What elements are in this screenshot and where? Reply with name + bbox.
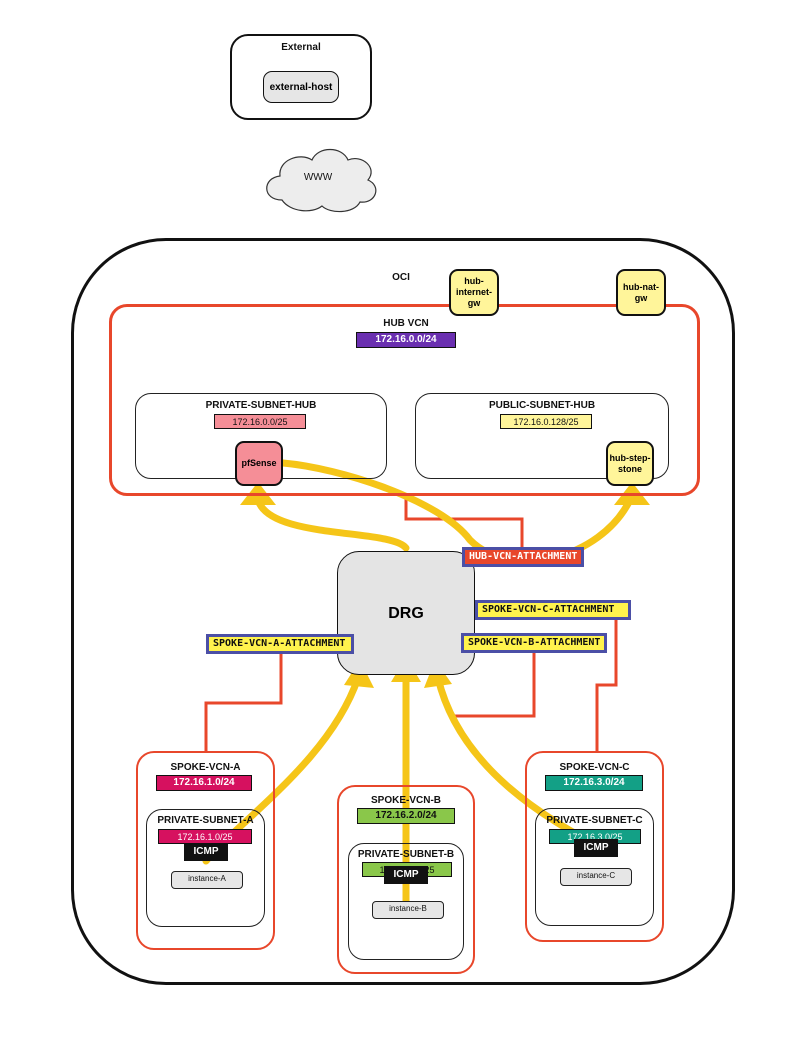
private-subnet-hub-cidr: 172.16.0.0/25: [214, 414, 306, 429]
spoke-vcn-a-attachment[interactable]: SPOKE-VCN-A-ATTACHMENT: [206, 634, 354, 654]
external-host-node[interactable]: external-host: [263, 71, 339, 103]
hub-vcn-cidr: 172.16.0.0/24: [356, 332, 456, 348]
private-subnet-a-box: [146, 809, 265, 927]
spoke-vcn-c-cidr: 172.16.3.0/24: [545, 775, 643, 791]
internet-label: WWW: [303, 172, 333, 183]
icmp-label-b: ICMP: [384, 866, 428, 884]
private-subnet-hub-title: PRIVATE-SUBNET-HUB: [205, 400, 317, 411]
hub-internet-gw-node[interactable]: hub-internet-gw: [449, 269, 499, 316]
private-subnet-b-box: [348, 843, 464, 960]
oci-title: OCI: [392, 272, 410, 283]
public-subnet-hub-cidr: 172.16.0.128/25: [500, 414, 592, 429]
spoke-vcn-a-cidr: 172.16.1.0/24: [156, 775, 252, 791]
icmp-label-c: ICMP: [574, 839, 618, 857]
instance-c-node[interactable]: instance-C: [560, 868, 632, 886]
drg-node[interactable]: DRG: [337, 551, 475, 675]
private-subnet-c-title: PRIVATE-SUBNET-C: [546, 815, 643, 826]
pfsense-node[interactable]: pfSense: [235, 441, 283, 486]
private-subnet-a-title: PRIVATE-SUBNET-A: [157, 815, 254, 826]
hub-vcn-box: [109, 304, 700, 496]
instance-a-node[interactable]: instance-A: [171, 871, 243, 889]
icmp-label-a: ICMP: [184, 843, 228, 861]
private-subnet-b-title: PRIVATE-SUBNET-B: [357, 849, 455, 860]
cloud-icon: [266, 148, 377, 213]
hub-vcn-attachment[interactable]: HUB-VCN-ATTACHMENT: [462, 547, 584, 567]
instance-b-node[interactable]: instance-B: [372, 901, 444, 919]
hub-nat-gw-node[interactable]: hub-nat-gw: [616, 269, 666, 316]
spoke-vcn-c-attachment[interactable]: SPOKE-VCN-C-ATTACHMENT: [475, 600, 631, 620]
public-subnet-hub-box: [415, 393, 669, 479]
private-subnet-c-box: [535, 808, 654, 926]
oci-boundary: [71, 238, 735, 985]
spoke-vcn-b-attachment[interactable]: SPOKE-VCN-B-ATTACHMENT: [461, 633, 607, 653]
spoke-vcn-b-cidr: 172.16.2.0/24: [357, 808, 455, 824]
spoke-vcn-a-box: [136, 751, 275, 950]
private-subnet-a-cidr: 172.16.1.0/25: [158, 829, 252, 844]
spoke-vcn-b-box: [337, 785, 475, 974]
external-box: External external-host: [230, 34, 372, 120]
spoke-vcn-c-box: [525, 751, 664, 942]
public-subnet-hub-title: PUBLIC-SUBNET-HUB: [488, 400, 596, 411]
spoke-vcn-c-title: SPOKE-VCN-C: [559, 762, 630, 773]
external-title: External: [281, 42, 321, 53]
hub-vcn-title: HUB VCN: [383, 318, 429, 329]
spoke-vcn-b-title: SPOKE-VCN-B: [370, 795, 441, 806]
hub-step-stone-node[interactable]: hub-step-stone: [606, 441, 654, 486]
spoke-vcn-a-title: SPOKE-VCN-A: [170, 762, 241, 773]
